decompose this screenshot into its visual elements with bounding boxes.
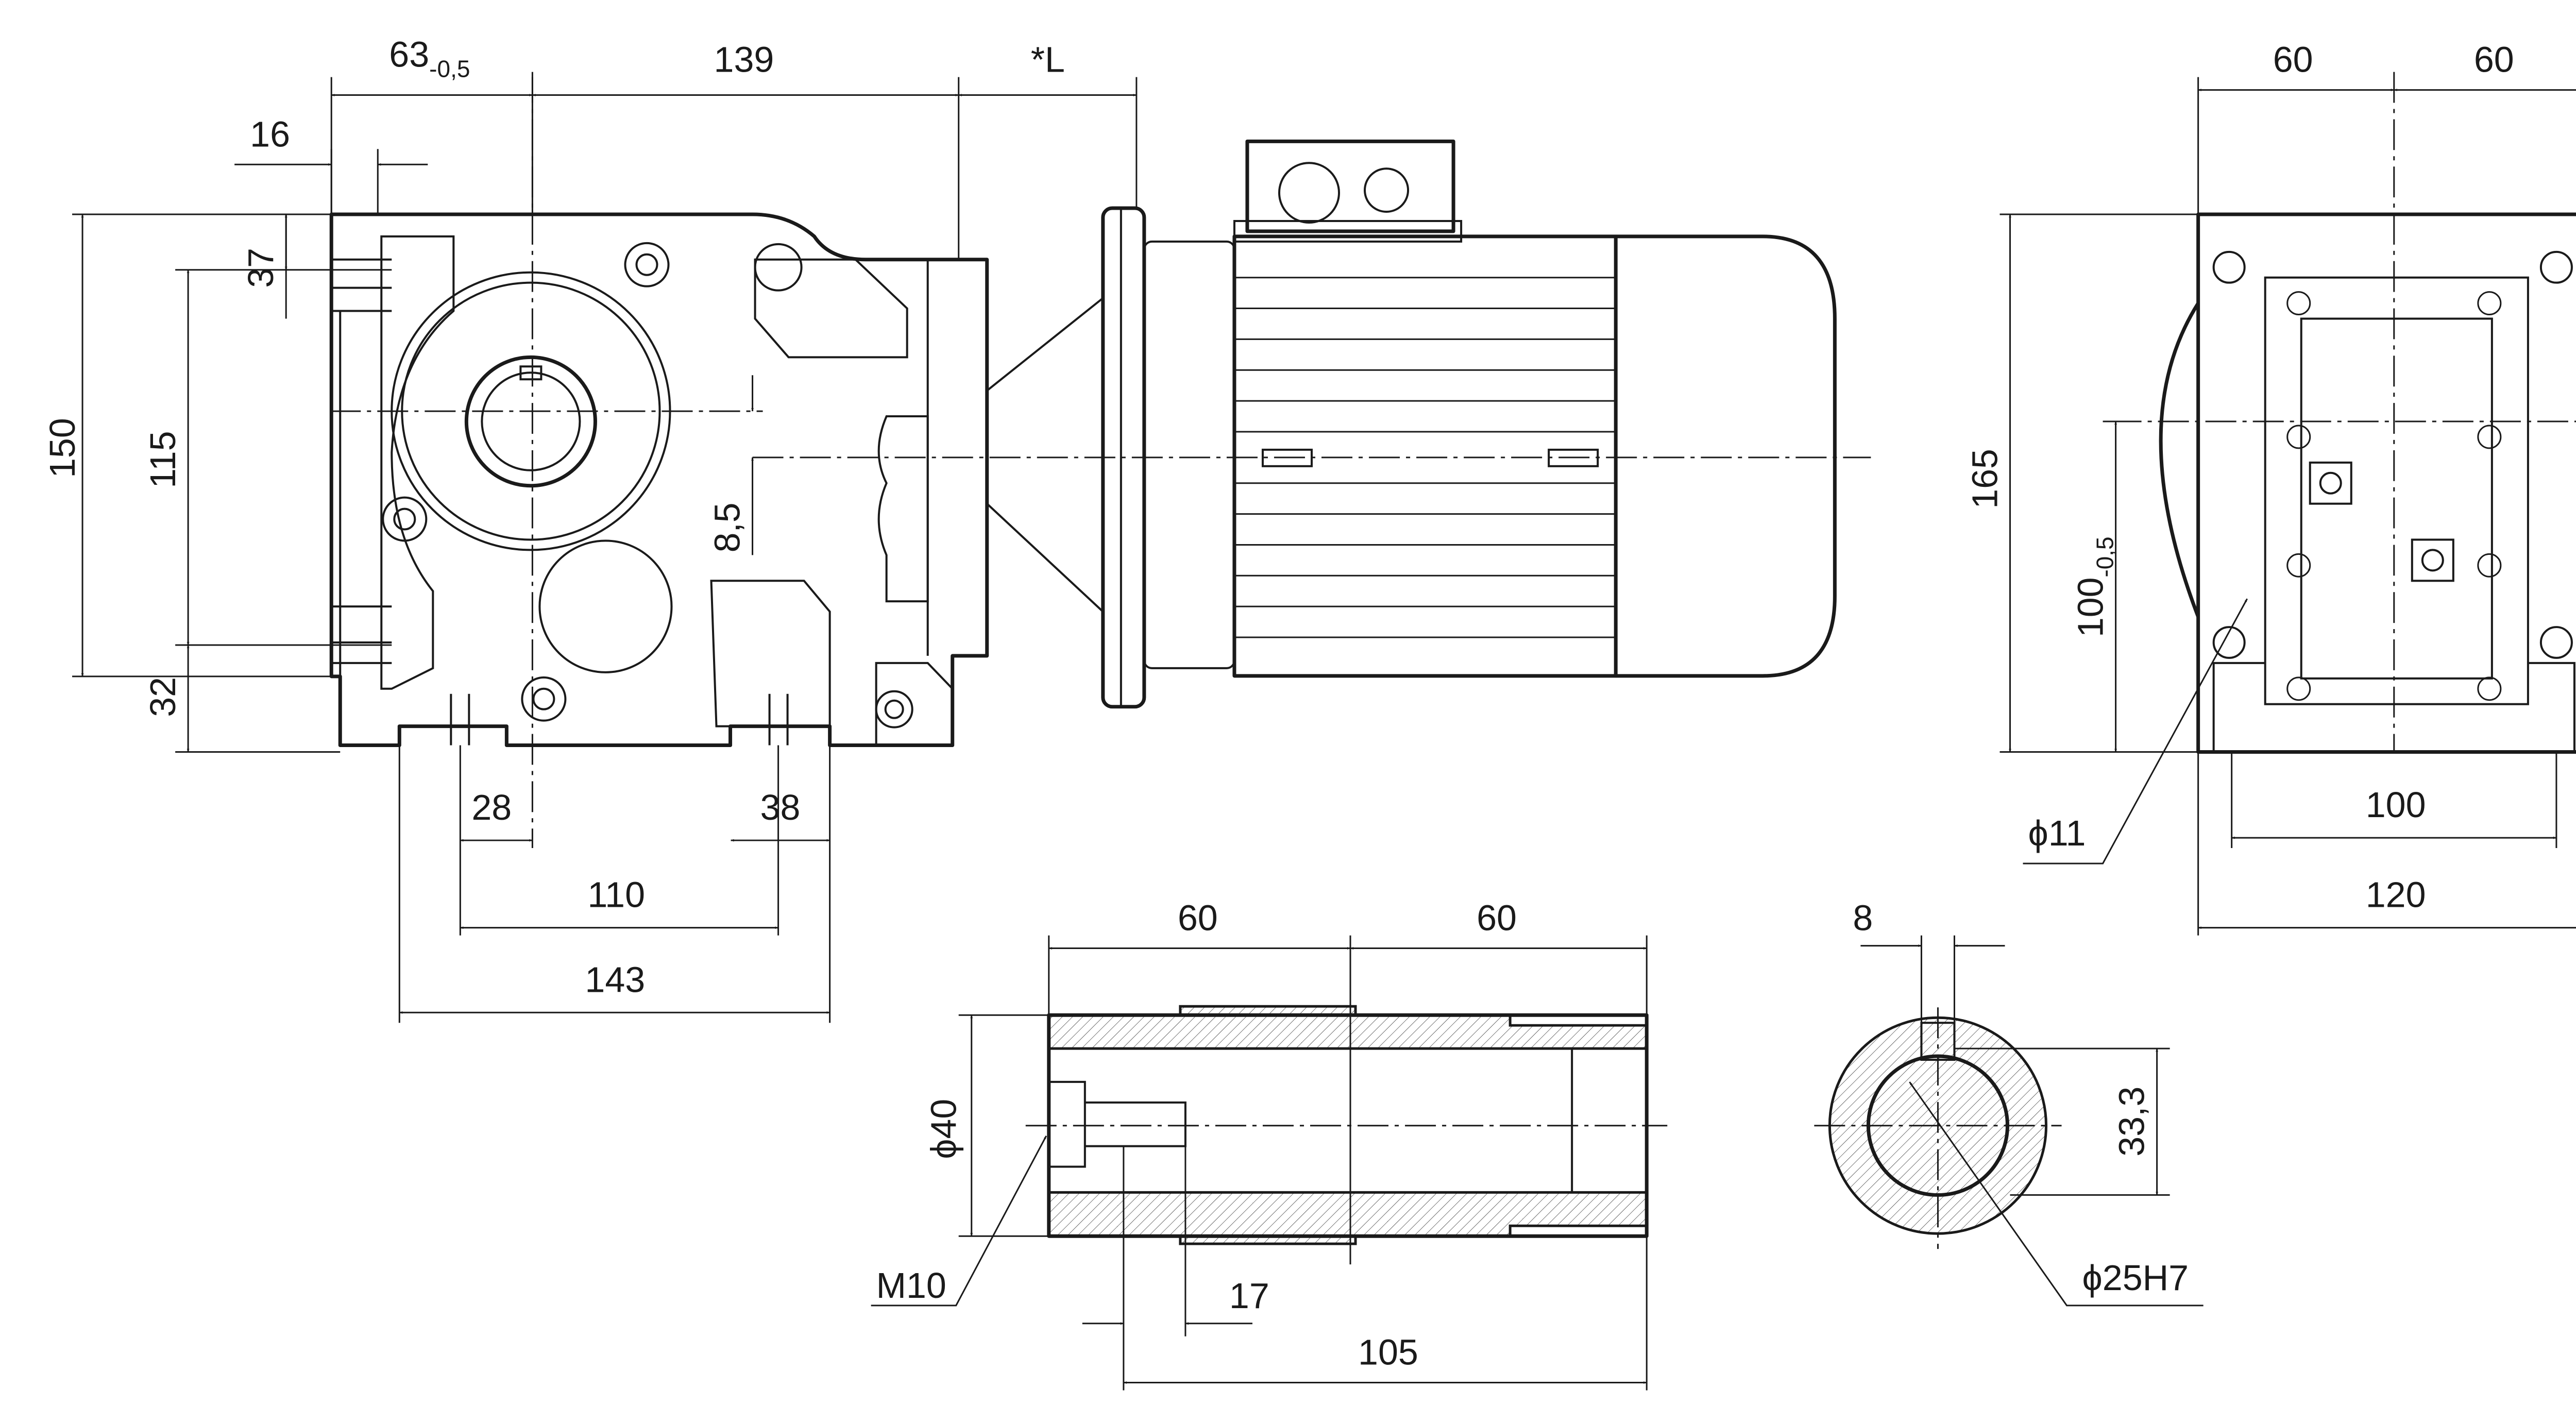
motor-foot-left: [1261, 448, 1313, 467]
dim-100-vert: 100-0,5: [2070, 536, 2118, 637]
foot-holes: [450, 693, 789, 746]
hollow-shaft-section: [1025, 1005, 1668, 1245]
hollow-shaft-inner: [481, 371, 581, 471]
motor-endshield: [1143, 240, 1235, 669]
cooling-fins: [1234, 277, 1616, 638]
side-hole-tr: [2539, 250, 2573, 284]
motor-frame: [1232, 234, 1618, 678]
gearbox-housing-outline: [329, 212, 989, 747]
dim-139: 139: [714, 40, 774, 80]
housing-left-pocket: [380, 235, 455, 690]
gearbox-front-view: [329, 72, 1871, 849]
side-feet: [2198, 662, 2576, 753]
keyway: [519, 365, 543, 381]
mounting-hole-bottom: [331, 605, 392, 664]
dim-32: 32: [143, 677, 183, 717]
terminal-box: [1245, 139, 1455, 233]
oil-plug-top: [754, 243, 803, 292]
motor: [986, 139, 1837, 709]
dim-dia25H7: ϕ25H7: [2082, 1258, 2189, 1298]
bolt-right: [884, 699, 904, 719]
dim-8-5: 8,5: [707, 502, 747, 552]
bolt-left: [393, 507, 416, 531]
dim-M10: M10: [876, 1265, 946, 1306]
dim-L: *L: [1031, 40, 1065, 80]
housing-foot-right: [875, 662, 954, 747]
dim-105: 105: [1358, 1332, 1418, 1373]
dim-60-left: 60: [2273, 40, 2313, 80]
side-plug-2: [2411, 538, 2454, 582]
drawing-content: 63-0,5 139 *L 16 37 150 115 32 8,5 28 38…: [42, 35, 2576, 1391]
bolt-boss-top: [624, 242, 670, 287]
dimension-labels: 63-0,5 139 *L 16 37 150 115 32 8,5 28 38…: [42, 35, 2514, 1373]
dim-16: 16: [250, 114, 290, 154]
bolt-boss-left: [382, 496, 428, 542]
housing-break-line: [877, 415, 929, 603]
side-center-panel: [2264, 276, 2529, 705]
hollow-shaft-bore: [464, 355, 597, 488]
dim-165: 165: [1964, 449, 2005, 509]
fan-cowl: [1616, 234, 1837, 678]
terminal-box-base: [1233, 219, 1463, 243]
dim-100-horiz: 100: [2366, 785, 2426, 825]
dim-63: 63-0,5: [389, 35, 470, 82]
cable-gland-large: [1278, 162, 1341, 224]
dim-bore-8: 8: [1853, 898, 1873, 938]
dim-dia40: ϕ40: [924, 1099, 964, 1159]
shaft-wall-top: [1047, 1005, 1648, 1050]
dim-110: 110: [587, 875, 645, 915]
dim-150: 150: [42, 418, 82, 478]
mounting-hole-top: [331, 258, 392, 312]
housing-top-rib: [754, 258, 908, 359]
intermediate-shaft-cover: [538, 539, 673, 673]
side-hole-br: [2539, 626, 2573, 659]
dim-120: 120: [2366, 875, 2426, 915]
dim-33-3: 33,3: [2112, 1087, 2152, 1157]
bolt-bottom: [532, 687, 555, 710]
side-plug-1: [2309, 461, 2352, 505]
bolt-boss-bottom: [521, 676, 567, 722]
shaft-M10-thread: [1048, 1080, 1187, 1168]
dim-17: 17: [1229, 1276, 1269, 1316]
side-hex-bolts: [2286, 291, 2502, 701]
dim-37: 37: [241, 248, 281, 288]
dimension-lines: [72, 77, 2576, 1391]
side-plug-1-bolt: [2319, 471, 2342, 495]
dim-115: 115: [143, 431, 183, 488]
bore-section: [1814, 1007, 2062, 1249]
side-bulge-left: [2159, 302, 2200, 618]
side-plug-2-bolt: [2421, 549, 2444, 572]
adapter-cone: [986, 296, 1104, 614]
gearbox-side-view: [2110, 72, 2576, 754]
bolt-top: [635, 253, 658, 276]
motor-foot-right: [1548, 448, 1599, 467]
dim-28: 28: [471, 787, 512, 827]
cable-gland-small: [1364, 167, 1410, 213]
dim-143: 143: [585, 959, 645, 1000]
housing-bottom-rib: [710, 580, 831, 727]
dim-38: 38: [760, 787, 801, 827]
bolt-boss-right: [875, 690, 913, 729]
dim-60-right: 60: [2474, 40, 2514, 80]
dim-shaft-60-left: 60: [1178, 898, 1218, 938]
dim-shaft-60-right: 60: [1477, 898, 1517, 938]
side-hole-tl: [2212, 250, 2246, 284]
side-hole-bl: [2212, 626, 2246, 659]
side-inner-panel: [2300, 317, 2493, 680]
dim-dia11: ϕ11: [2028, 813, 2086, 853]
side-housing-outline: [2196, 212, 2576, 754]
